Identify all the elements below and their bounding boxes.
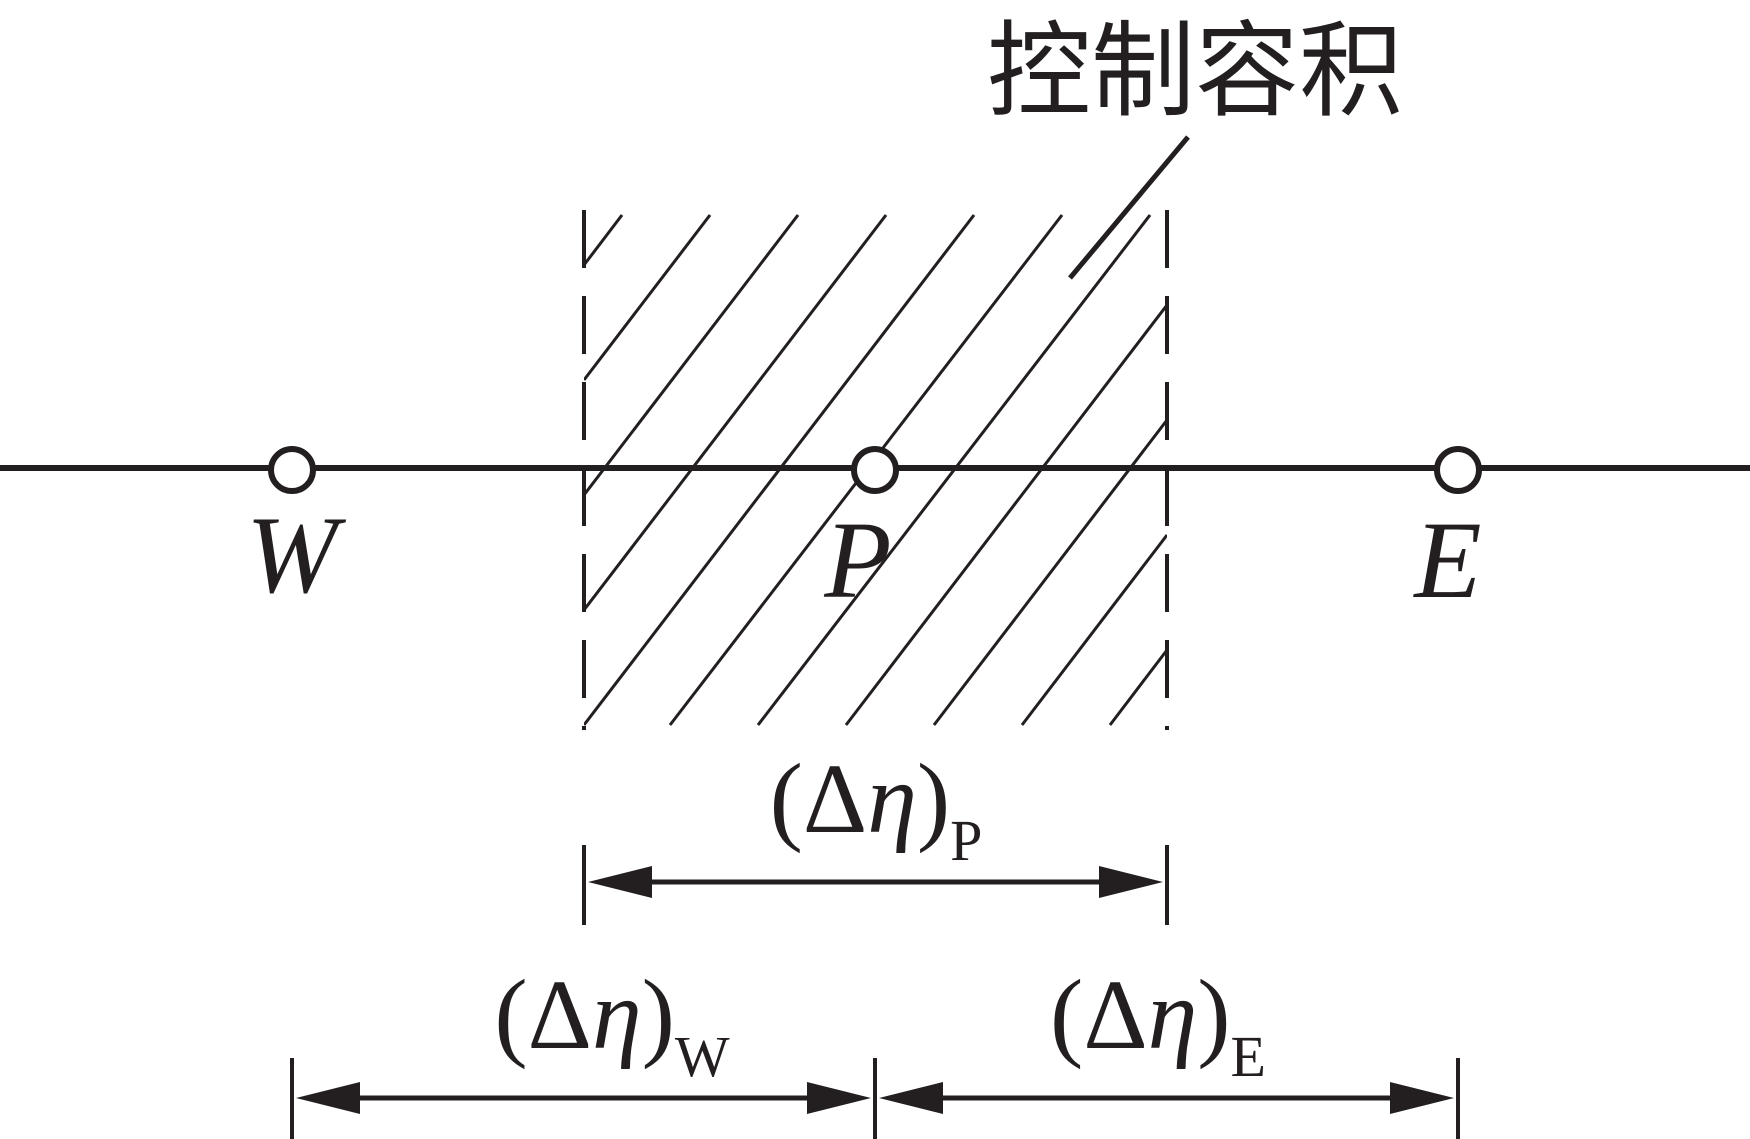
dim-e-subscript: E [1231, 1024, 1266, 1089]
hatch-line [584, 214, 800, 496]
dim-e-delta: Δ [1083, 959, 1147, 1070]
dim-w-right-arrowhead [807, 1082, 871, 1114]
hatch-line [1108, 649, 1167, 726]
node-p-circle [851, 446, 899, 494]
hatch-line [1020, 534, 1167, 726]
dim-p-close-paren: ) [917, 743, 950, 854]
dim-p-label: (Δη)P [770, 743, 983, 873]
dim-p-left-arrowhead [588, 866, 652, 898]
dim-e-close-paren: ) [1197, 959, 1230, 1070]
node-p-label: P [823, 499, 891, 621]
dim-p-delta: Δ [803, 743, 867, 854]
dim-w-subscript: W [675, 1024, 730, 1089]
dim-p-open-paren: ( [770, 743, 803, 854]
hatch-line [584, 214, 624, 266]
dim-p-right-arrowhead [1099, 866, 1163, 898]
dim-e-label: (Δη)E [1050, 959, 1266, 1089]
control-volume-label: 控制容积 [987, 10, 1403, 132]
dim-w-left-arrowhead [296, 1082, 360, 1114]
dim-w-eta: η [592, 959, 642, 1070]
node-w-circle [268, 446, 316, 494]
dim-w-label: (Δη)W [494, 959, 730, 1089]
node-e-label: E [1412, 499, 1481, 621]
dim-p-subscript: P [950, 808, 982, 873]
dim-e-left-arrowhead [879, 1082, 943, 1114]
hatch-line [844, 304, 1167, 726]
dim-w-open-paren: ( [494, 959, 527, 1070]
dim-e-open-paren: ( [1050, 959, 1083, 1070]
label-leader-line [1068, 135, 1190, 280]
hatch-line [584, 214, 712, 381]
dim-e-eta: η [1148, 959, 1198, 1070]
dim-e-right-arrowhead [1390, 1082, 1454, 1114]
hatch-line [584, 214, 888, 611]
node-e-circle [1434, 446, 1482, 494]
node-w-label: W [246, 494, 346, 616]
dim-p-eta: η [867, 743, 917, 854]
dim-w-delta: Δ [528, 959, 592, 1070]
dim-w-close-paren: ) [642, 959, 675, 1070]
